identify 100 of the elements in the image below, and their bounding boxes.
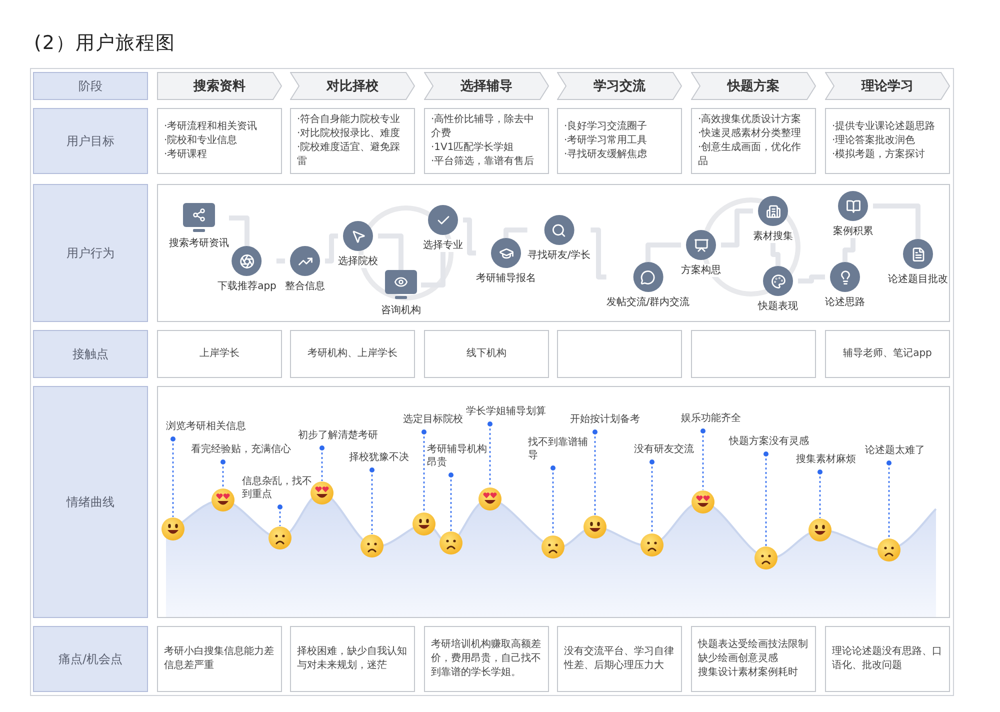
connector-track (770, 243, 780, 266)
content-card (557, 108, 682, 174)
frowning-face-icon (754, 546, 778, 570)
content-card (825, 108, 950, 174)
leader-line (448, 472, 454, 531)
stage-label: 对比择校 (326, 78, 378, 95)
connector-track (325, 234, 338, 264)
leader-line (319, 445, 325, 481)
card-text: ·快速灵感素材分类整理 (698, 127, 802, 141)
row-header-text: 痛点/机会点 (58, 650, 123, 668)
action-label: 整合信息 (285, 280, 325, 293)
stage-label: 快题方案 (728, 78, 780, 95)
emotion-label: 看完经验贴，充满信心 (191, 443, 291, 462)
action-label: 考研辅导报名 (476, 272, 536, 285)
row-header-cell (33, 184, 148, 322)
emotion-label: 娱乐功能齐全 (681, 412, 741, 431)
heart-eyes-face-icon (691, 490, 715, 514)
empty-card (691, 330, 816, 378)
card-text: ·考研课程 (164, 148, 208, 162)
connector-track (842, 238, 856, 262)
row-header-cell (33, 108, 148, 174)
row-panel (157, 386, 950, 618)
emotion-label: 初步了解清楚考研 (298, 429, 378, 448)
action-label: 寻找研友/学长 (527, 249, 591, 262)
row-panel (157, 184, 950, 322)
content-card (290, 108, 415, 174)
emotion-label: 没有研友交流 (634, 443, 694, 462)
row-header-text: 接触点 (72, 346, 108, 362)
row-header-cell (33, 386, 148, 618)
card-text: 考研机构、上岸学长 (308, 347, 398, 361)
card-text: ·1V1匹配学长学姐 (431, 141, 514, 155)
card-text: 考研培训机构赚取高额差价，费用昂贵，自己找不到靠谱的学长学姐。 (431, 638, 542, 680)
card-text: ·对比院校报录比、难度 (297, 127, 400, 141)
action-label: 快题表现 (758, 300, 798, 313)
card-text: 上岸学长 (200, 347, 240, 361)
card-text: ·良好学习交流圈子 (564, 120, 648, 134)
content-card (424, 108, 549, 174)
action-label: 搜索考研资讯 (169, 237, 229, 250)
row-header-text: 用户行为 (66, 244, 114, 262)
emotion-label: 搜集素材麻烦 (796, 453, 856, 472)
row-header-text: 用户目标 (66, 132, 114, 150)
leader-line (421, 429, 427, 512)
emotion-label: 信息杂乱，找不到重点 (242, 475, 314, 507)
content-card (825, 626, 950, 692)
row-header-cell (33, 330, 148, 378)
card-text: ·模拟考题，方案探讨 (832, 148, 926, 162)
card-text: 搜集设计素材案例耗时 (698, 666, 798, 680)
card-text: ·高效搜集优质设计方案 (698, 113, 802, 127)
connector-track (646, 242, 681, 262)
connector-track (276, 258, 285, 264)
card-text: ·提供专业课论述题思路 (832, 120, 936, 134)
connector-track (463, 218, 476, 256)
frowning-face-icon (640, 533, 664, 557)
action-label: 咨询机构 (381, 304, 421, 317)
action-label: 发帖交流/群内交流 (606, 296, 690, 309)
stage-label: 理论学习 (862, 78, 914, 95)
card-text: ·寻找研友缓解焦虑 (564, 148, 648, 162)
heart-eyes-face-icon (211, 488, 235, 512)
leader-line (550, 465, 556, 535)
card-text: 快题表达受绘画技法限制 (698, 638, 808, 652)
connector-track (798, 274, 825, 284)
card-text: ·院校难度适宜、避免踩雷 (297, 141, 402, 169)
action-label: 论述思路 (825, 296, 865, 309)
leader-line (170, 436, 176, 517)
connector-track (590, 228, 606, 280)
row-header-text: 阶段 (78, 78, 102, 94)
stage-label: 学习交流 (594, 78, 646, 95)
content-card (424, 330, 549, 378)
action-label: 方案构思 (681, 264, 721, 277)
frowning-face-icon (268, 526, 292, 550)
leader-line (649, 459, 655, 533)
content-card (157, 330, 282, 378)
content-card (157, 626, 282, 692)
emotion-label: 择校犹豫不决 (349, 451, 409, 470)
leader-line (487, 421, 493, 487)
leader-line (700, 428, 706, 490)
emotion-label: 浏览考研相关信息 (166, 420, 246, 439)
content-card (290, 330, 415, 378)
card-text: ·院校和专业信息 (164, 134, 238, 148)
row-header-cell (33, 626, 148, 692)
card-text: ·创意生成画面，优化作品 (698, 141, 802, 169)
content-card (825, 330, 950, 378)
heart-eyes-face-icon (310, 481, 334, 505)
card-text: ·理论答案批改润色 (832, 134, 916, 148)
row-header-cell (33, 72, 148, 100)
grinning-face-icon (808, 518, 832, 542)
card-text: 线下机构 (466, 347, 506, 361)
content-card (157, 108, 282, 174)
emotion-label: 开始按计划备考 (570, 413, 640, 432)
frowning-face-icon (877, 538, 901, 562)
stage-label: 搜索资料 (194, 78, 246, 95)
content-card (424, 626, 549, 692)
leader-line (369, 467, 375, 534)
frowning-face-icon (360, 534, 384, 558)
card-text: ·平台筛选，靠谱有售后 (431, 155, 534, 169)
emotion-label: 快题方案没有灵感 (729, 435, 809, 454)
connector-track (504, 228, 528, 238)
content-card (557, 626, 682, 692)
leader-line (277, 504, 283, 526)
content-card (691, 626, 816, 692)
